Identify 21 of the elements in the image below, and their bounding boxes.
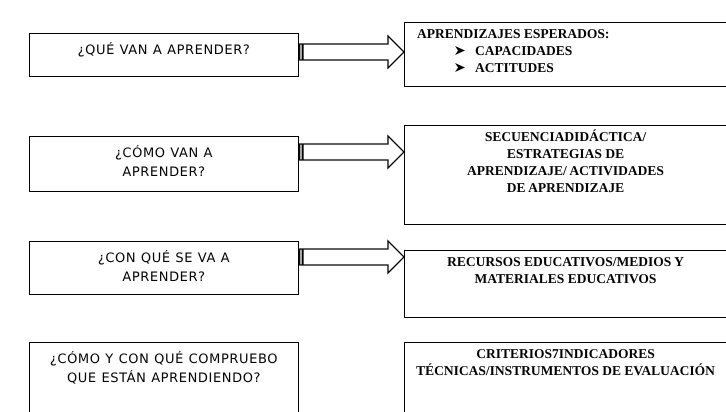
question-box bbox=[29, 136, 299, 192]
answer-box bbox=[404, 22, 726, 87]
question-box bbox=[29, 33, 299, 77]
question-text: ¿QUÉ VAN A APRENDER? bbox=[78, 41, 250, 60]
answer-box bbox=[404, 250, 726, 318]
answer-text: CRITERIOS7INDICADORES TÉCNICAS/INSTRUMENTOS DE EVALUACIÓN bbox=[416, 345, 716, 379]
answer-text: RECURSOS EDUCATIVOS/MEDIOS Y MATERIALES EDUCATIVOS bbox=[446, 253, 685, 287]
list-item-text: CAPACIDADES bbox=[475, 42, 572, 59]
block-arrow bbox=[299, 134, 405, 170]
question-box bbox=[29, 241, 299, 295]
block-arrow bbox=[299, 34, 405, 70]
question-text: ¿CÓMO Y CON QUÉ COMPRUEBO QUE ESTÁN APRENDIENDO? bbox=[48, 350, 280, 388]
answer-text: SECUENCIADIDÁCTICA/ ESTRATEGIAS DE APRENDIZAJE/ ACTIVIDADES DE APRENDIZAJE bbox=[466, 128, 665, 196]
question-text: ¿CON QUÉ SE VA A APRENDER? bbox=[96, 249, 232, 287]
block-arrow bbox=[299, 239, 405, 275]
answer-box bbox=[404, 125, 726, 225]
heading-text: APRENDIZAJES ESPERADOS: bbox=[417, 25, 610, 42]
question-text: ¿CÓMO VAN A APRENDER? bbox=[114, 144, 214, 182]
question-box bbox=[29, 342, 299, 412]
list-item-text: ACTITUDES bbox=[475, 59, 554, 76]
answer-box bbox=[404, 342, 726, 412]
